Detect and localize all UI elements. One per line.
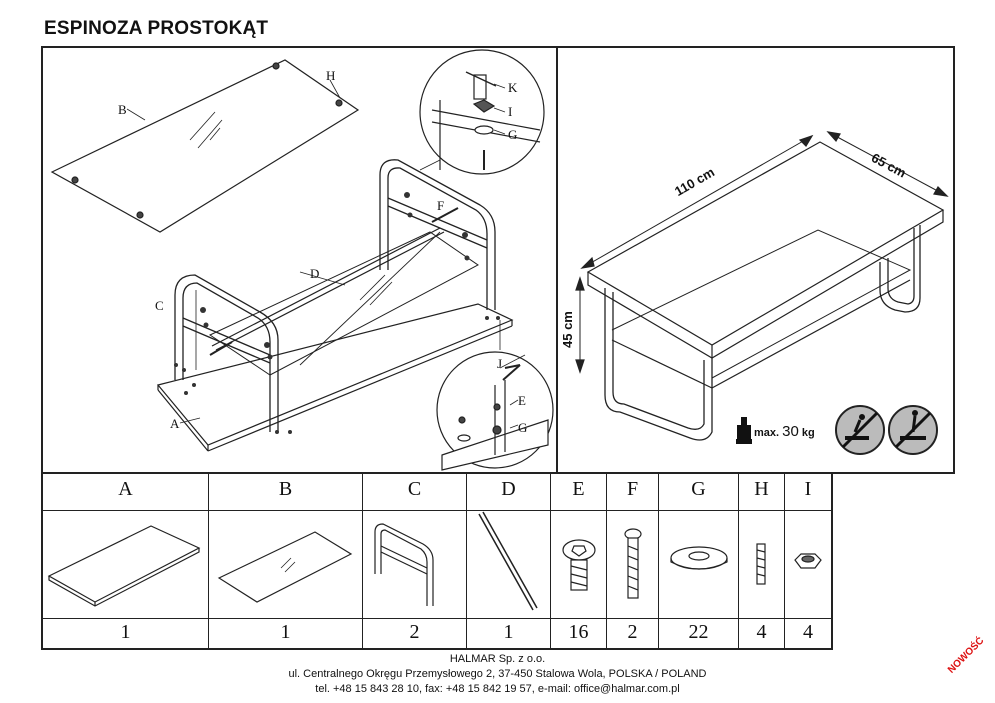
part-cell-a: A 1 bbox=[43, 474, 209, 648]
footer-address: ul. Centralnego Okręgu Przemysłowego 2, … bbox=[288, 668, 707, 680]
label-j: J bbox=[497, 356, 503, 371]
base-panel-a-illustration bbox=[156, 303, 514, 452]
part-cell-c: C 2 bbox=[363, 474, 467, 648]
rod-d-illustration bbox=[211, 227, 445, 351]
part-cell-e: E 16 bbox=[551, 474, 607, 648]
part-qty: 1 bbox=[503, 621, 514, 643]
page-title: ESPINOZA PROSTOKĄT bbox=[44, 18, 269, 39]
part-i-image bbox=[794, 553, 822, 569]
part-letter: E bbox=[572, 478, 585, 500]
label-d: D bbox=[310, 266, 320, 281]
shelf-glass-d-illustration bbox=[208, 231, 479, 376]
part-qty: 4 bbox=[756, 621, 767, 643]
part-letter: A bbox=[118, 478, 133, 500]
label-g-top: G bbox=[508, 127, 518, 142]
part-a-image bbox=[47, 525, 201, 607]
part-cell-h: H 4 bbox=[739, 474, 785, 648]
part-qty: 1 bbox=[120, 621, 131, 643]
part-cell-d: D 1 bbox=[467, 474, 551, 648]
footer-company: HALMAR Sp. z o.o. bbox=[449, 653, 546, 665]
glass-top-b-illustration bbox=[50, 59, 360, 233]
part-qty: 16 bbox=[568, 621, 589, 643]
part-cell-i: I 4 bbox=[785, 474, 831, 648]
label-g-bottom: G bbox=[518, 420, 528, 435]
part-e-image bbox=[562, 539, 596, 591]
detail-circle-j-e-g bbox=[436, 320, 554, 471]
screw-markers bbox=[174, 192, 500, 434]
company-footer: HALMAR Sp. z o.o. ul. Centralnego Okręgu… bbox=[0, 652, 995, 697]
part-letter: I bbox=[804, 478, 812, 500]
load-value: 30 bbox=[782, 423, 799, 440]
label-i: I bbox=[508, 104, 513, 119]
detail-circle-k-i-g bbox=[419, 49, 545, 175]
part-c-image bbox=[374, 523, 434, 606]
part-cell-g: G 22 bbox=[659, 474, 739, 648]
parts-table: A 1 B 1 C 2 D 1 bbox=[41, 472, 833, 650]
part-d-image bbox=[478, 511, 538, 611]
load-unit: kg bbox=[801, 427, 815, 439]
part-letter: B bbox=[278, 478, 293, 500]
load-capacity: max. 30 kg bbox=[754, 423, 815, 440]
part-letter: G bbox=[691, 478, 706, 500]
part-f-image bbox=[624, 528, 642, 599]
label-k: K bbox=[508, 80, 518, 95]
part-letter: D bbox=[501, 478, 516, 500]
bolt-f-illustration bbox=[209, 207, 459, 356]
part-qty: 2 bbox=[409, 621, 420, 643]
part-cell-f: F 2 bbox=[607, 474, 659, 648]
label-f: F bbox=[437, 198, 445, 213]
part-qty: 2 bbox=[627, 621, 638, 643]
part-cell-b: B 1 bbox=[209, 474, 363, 648]
part-qty: 4 bbox=[803, 621, 813, 643]
label-e: E bbox=[518, 393, 526, 408]
part-letter: H bbox=[754, 478, 769, 500]
part-qty: 22 bbox=[688, 621, 709, 643]
label-c: C bbox=[155, 298, 164, 313]
part-g-image bbox=[670, 546, 728, 570]
part-h-image bbox=[756, 543, 766, 585]
label-a: A bbox=[170, 416, 180, 431]
label-b: B bbox=[118, 102, 127, 117]
footer-contact: tel. +48 15 843 28 10, fax: +48 15 842 1… bbox=[315, 683, 680, 695]
part-letter: C bbox=[407, 478, 422, 500]
label-h: H bbox=[326, 68, 336, 83]
load-prefix: max. bbox=[754, 427, 780, 439]
part-b-image bbox=[217, 531, 353, 603]
part-letter: F bbox=[626, 478, 639, 500]
part-qty: 1 bbox=[280, 621, 291, 643]
